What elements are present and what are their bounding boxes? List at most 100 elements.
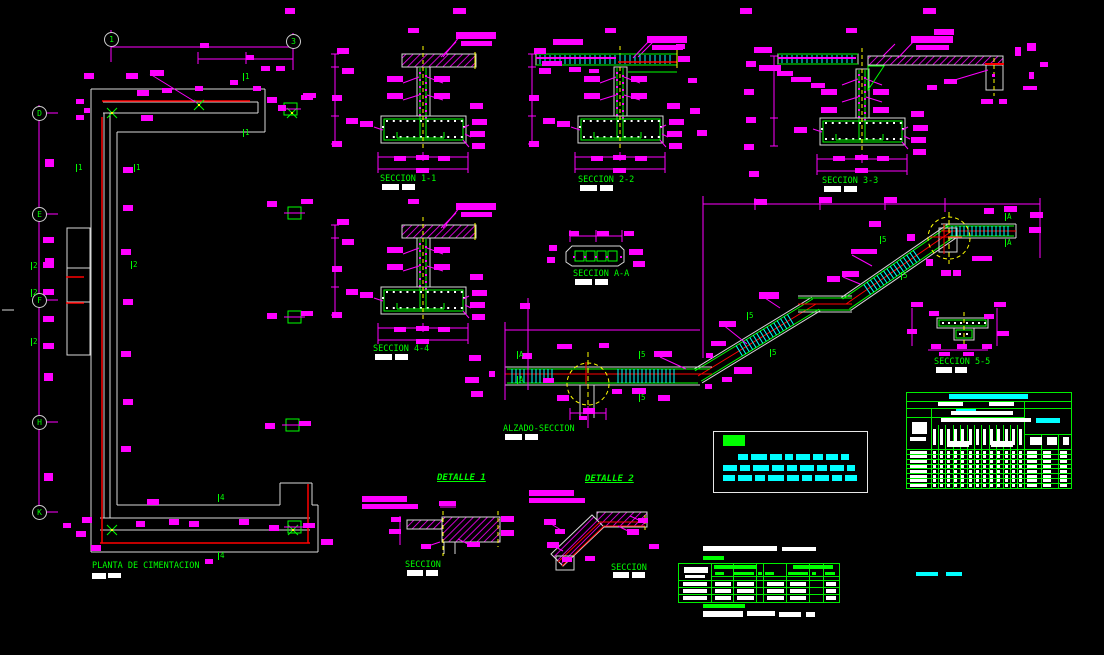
table-grid-line <box>679 580 839 581</box>
table-cell-blob <box>939 464 943 468</box>
table-grid-line <box>1024 401 1025 488</box>
table-cell-blob <box>961 450 965 454</box>
section-flag: 5 <box>639 393 646 402</box>
table-cell-blob <box>910 464 927 468</box>
grid-bubble-e: E <box>32 207 47 222</box>
section-flag: 1 <box>243 128 250 137</box>
table-cell-blob <box>737 581 754 586</box>
table-cell-blob <box>1043 450 1051 454</box>
section-flag: 5 <box>770 348 777 357</box>
foundation-sections <box>331 41 1004 344</box>
table-title-highlight <box>1036 418 1060 423</box>
table-cell-blob <box>946 479 950 483</box>
section-2-2-label: SECCION 2-2 <box>578 175 635 185</box>
notes-text-blob <box>787 475 799 481</box>
table-cell-blob <box>997 484 1001 488</box>
table-cell-blob <box>715 595 731 600</box>
table-cell-blob <box>961 455 965 459</box>
detail-1-section-label: SECCION <box>405 560 441 570</box>
table-grid-line <box>959 425 961 488</box>
table-grid-line <box>711 564 712 602</box>
table-cell-blob <box>939 429 943 445</box>
notes-text-blob <box>813 454 823 460</box>
table-cell-blob <box>982 484 986 488</box>
table-cell-blob <box>982 455 986 459</box>
table-cell-blob <box>997 455 1001 459</box>
table-cell-blob <box>932 474 936 478</box>
table-cell-blob <box>954 474 958 478</box>
table-grid-line <box>907 417 1024 418</box>
table-cell-blob <box>982 450 986 454</box>
table-cell-blob <box>685 575 705 578</box>
table-cell-blob <box>910 460 927 464</box>
table-cell-blob <box>954 429 958 445</box>
section-flag: 2 <box>31 261 38 270</box>
notes-text-blob <box>740 465 750 471</box>
table-grid-line <box>931 408 932 488</box>
section-flag: 1 <box>134 163 141 172</box>
table-cell-blob <box>683 588 707 593</box>
table-cell-blob <box>1027 474 1037 478</box>
table-grid-line <box>1041 434 1042 488</box>
table-cell-blob <box>947 441 969 447</box>
table-cell-blob <box>946 464 950 468</box>
table-cell-blob <box>1060 474 1067 478</box>
detail-1 <box>406 511 501 556</box>
section-flag: A <box>517 375 524 384</box>
section-flag: 4 <box>218 551 225 560</box>
table-cell-blob <box>982 429 986 445</box>
table-cell-blob <box>991 441 1013 447</box>
table-cell-blob <box>910 479 927 483</box>
table-cell-blob <box>932 429 936 445</box>
table-grid-line <box>1010 425 1012 488</box>
table-cell-blob <box>1004 429 1008 445</box>
table-cell-blob <box>975 464 979 468</box>
table-cell-blob <box>1011 429 1015 445</box>
misc-marks <box>703 556 962 608</box>
table-cell-blob <box>1018 474 1022 478</box>
notes-text-blob <box>772 465 784 471</box>
table-cell-blob <box>968 455 972 459</box>
table-cell-blob <box>990 450 994 454</box>
section-a-a <box>565 245 625 267</box>
table-cell-blob <box>961 464 965 468</box>
section-flag: 4 <box>218 493 225 502</box>
section-flag: A <box>1005 212 1012 221</box>
table-cell-blob <box>1011 474 1015 478</box>
table-cell-blob <box>737 588 754 593</box>
table-header-blob <box>715 572 724 575</box>
dimension-text-blobs <box>43 8 1048 564</box>
table-grid-line <box>809 564 810 602</box>
detail-2-section-label: SECCION <box>611 563 647 573</box>
table-cell-blob <box>1043 479 1051 483</box>
notes-text-blob <box>830 465 844 471</box>
table-cell-blob <box>997 460 1001 464</box>
section-5-5-label: SECCION 5-5 <box>934 357 991 367</box>
table-grid-line <box>988 425 990 488</box>
table-grid-line <box>823 564 824 602</box>
table-grid-line <box>938 425 940 488</box>
table-cell-blob <box>954 484 958 488</box>
table-cell-blob <box>826 588 836 593</box>
table-cell-blob <box>997 469 1001 473</box>
notes-box <box>713 431 868 493</box>
table-cell-blob <box>951 411 1013 415</box>
table-cell-blob <box>961 429 965 445</box>
table-cell-blob <box>939 450 943 454</box>
table-cell-blob <box>1060 460 1067 464</box>
table-grid-line <box>952 425 954 488</box>
section-flag: 5 <box>901 271 908 280</box>
table-cell-blob <box>1004 450 1008 454</box>
table-cell-blob <box>932 464 936 468</box>
table-cell-blob <box>1060 479 1067 483</box>
table-grid-line <box>1003 425 1004 488</box>
table-cell-blob <box>982 474 986 478</box>
table-grid-line <box>981 425 983 488</box>
table-cell-blob <box>1004 469 1008 473</box>
grid-bubble-3: 3 <box>286 34 301 49</box>
table-cell-blob <box>932 479 936 483</box>
table-header-blob <box>825 572 835 575</box>
detail-2 <box>550 511 648 571</box>
table-cell-blob <box>1011 479 1015 483</box>
